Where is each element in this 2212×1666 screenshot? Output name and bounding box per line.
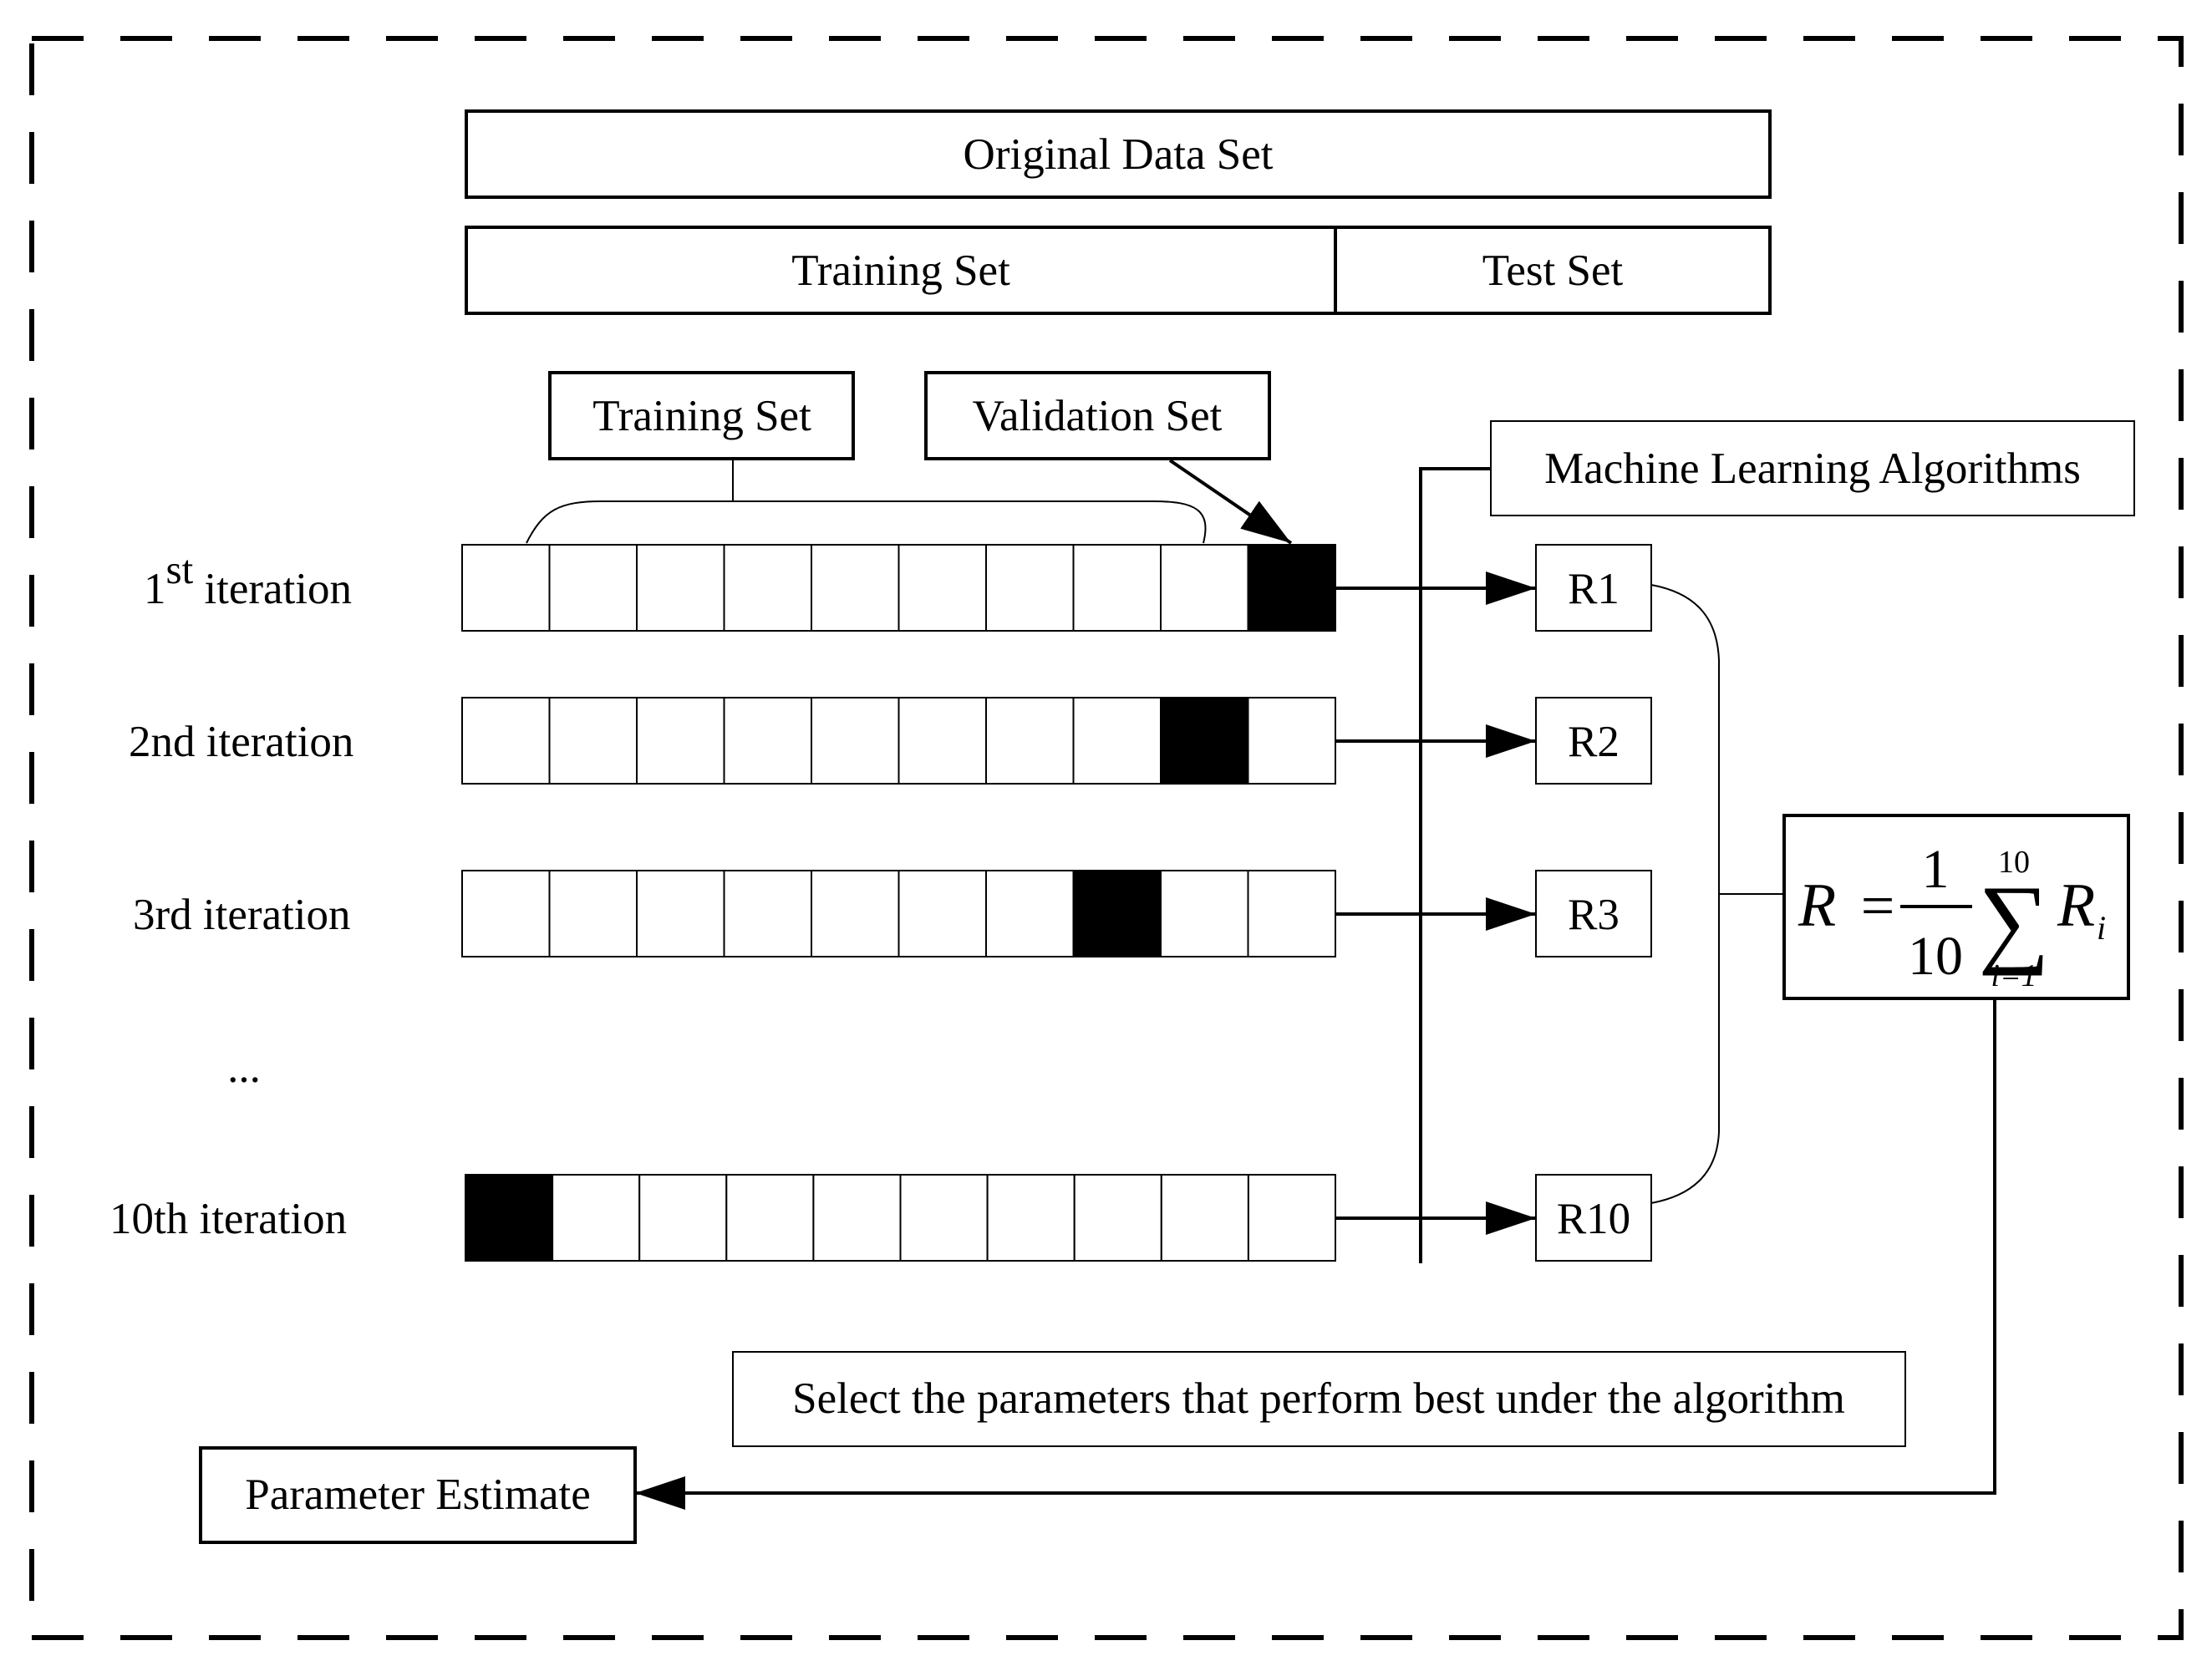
formula-lhs: R <box>1798 871 1836 940</box>
parameter-estimate-label: Parameter Estimate <box>245 1470 591 1519</box>
training-fold <box>986 1174 1075 1262</box>
parameter-return-arrow <box>635 998 1996 1510</box>
training-fold <box>1247 870 1336 957</box>
training-fold <box>811 870 900 957</box>
ml-algorithms-box: Machine Learning Algorithms <box>1490 420 2135 516</box>
select-parameters-text: Select the parameters that perform best … <box>792 1374 1845 1423</box>
formula-upper-limit: 10 <box>1998 845 2030 880</box>
training-fold <box>548 870 638 957</box>
iteration-row-1: 1st iteration R1 <box>144 544 1652 632</box>
outer-dashed-frame <box>29 36 2184 1640</box>
parameter-estimate-box: Parameter Estimate <box>199 1446 637 1544</box>
formula-term: R <box>2057 871 2095 940</box>
training-fold <box>1160 870 1249 957</box>
training-fold <box>898 544 987 632</box>
validation-fold <box>1072 870 1162 957</box>
validation-set-callout: Validation Set <box>924 371 1271 460</box>
training-fold <box>1247 1174 1337 1262</box>
training-fold <box>636 870 725 957</box>
result-box <box>1535 544 1652 632</box>
validation-set-callout-label: Validation Set <box>973 392 1223 440</box>
iteration-label: 10th iteration <box>109 1195 347 1243</box>
training-fold <box>461 697 551 785</box>
validation-fold <box>1247 544 1336 632</box>
training-fold <box>461 544 551 632</box>
training-fold <box>812 1174 902 1262</box>
training-fold <box>899 1174 989 1262</box>
select-parameters-note: Select the parameters that perform best … <box>732 1351 1906 1447</box>
training-fold <box>723 544 812 632</box>
train-test-split-bar: Training Set Test Set <box>465 226 1772 315</box>
result-label: R3 <box>1568 891 1620 939</box>
ellipsis: ... <box>227 1044 261 1092</box>
iteration-row-3: 3rd iteration R3 <box>133 870 1652 957</box>
training-fold <box>985 697 1075 785</box>
formula-numerator: 1 <box>1922 839 1950 900</box>
validation-pointer-arrow <box>1168 459 1293 545</box>
ml-bus-line <box>1419 467 1491 1263</box>
formula-sum-icon: ∑ <box>1978 865 2050 976</box>
training-fold <box>1247 697 1336 785</box>
training-set-segment <box>465 226 1337 315</box>
iteration-label: 3rd iteration <box>133 891 351 939</box>
training-fold <box>1073 1174 1162 1262</box>
validation-fold <box>1160 697 1249 785</box>
result-box <box>1535 697 1652 785</box>
training-fold <box>985 544 1075 632</box>
formula-lower-limit: i=1 <box>1991 958 2037 993</box>
training-fold <box>461 870 551 957</box>
training-fold <box>552 1174 641 1262</box>
formula-term-subscript: i <box>2097 909 2106 947</box>
iteration-row-2: 2nd iteration R2 <box>129 697 1652 785</box>
training-fold <box>1072 697 1162 785</box>
training-fold <box>636 697 725 785</box>
average-formula-box: R = 1 10 10 ∑ i=1 R i <box>1782 814 2130 1000</box>
training-fold <box>725 1174 815 1262</box>
validation-fold <box>465 1174 554 1262</box>
formula-equals: = <box>1861 872 1895 939</box>
training-set-label: Training Set <box>791 246 1010 295</box>
training-fold <box>723 697 812 785</box>
iteration-row-10: 10th iteration R10 <box>109 1174 1652 1262</box>
training-fold <box>548 697 638 785</box>
training-folds-brace <box>526 459 1207 544</box>
training-fold <box>898 870 987 957</box>
ml-algorithms-label: Machine Learning Algorithms <box>1544 444 2081 493</box>
result-label: R10 <box>1557 1195 1630 1243</box>
training-fold <box>548 544 638 632</box>
original-data-set-box: Original Data Set <box>465 109 1772 199</box>
iteration-label: 2nd iteration <box>129 718 353 766</box>
result-box <box>1535 870 1652 957</box>
test-set-label: Test Set <box>1482 246 1624 295</box>
training-fold <box>636 544 725 632</box>
training-set-callout: Training Set <box>548 371 855 460</box>
results-brace <box>1650 584 1784 1204</box>
training-set-callout-label: Training Set <box>592 392 811 440</box>
training-fold <box>1160 1174 1249 1262</box>
training-fold <box>1072 544 1162 632</box>
training-fold <box>723 870 812 957</box>
result-box <box>1535 1174 1652 1262</box>
iteration-label: 1st iteration <box>144 546 352 613</box>
training-fold <box>898 697 987 785</box>
result-label: R2 <box>1568 718 1620 766</box>
original-data-set-label: Original Data Set <box>964 130 1274 179</box>
training-fold <box>638 1174 728 1262</box>
training-fold <box>811 697 900 785</box>
training-fold <box>1160 544 1249 632</box>
training-fold <box>985 870 1075 957</box>
training-fold <box>811 544 900 632</box>
test-set-segment <box>1334 226 1772 315</box>
result-label: R1 <box>1568 565 1620 613</box>
formula-denominator: 10 <box>1908 926 1963 987</box>
